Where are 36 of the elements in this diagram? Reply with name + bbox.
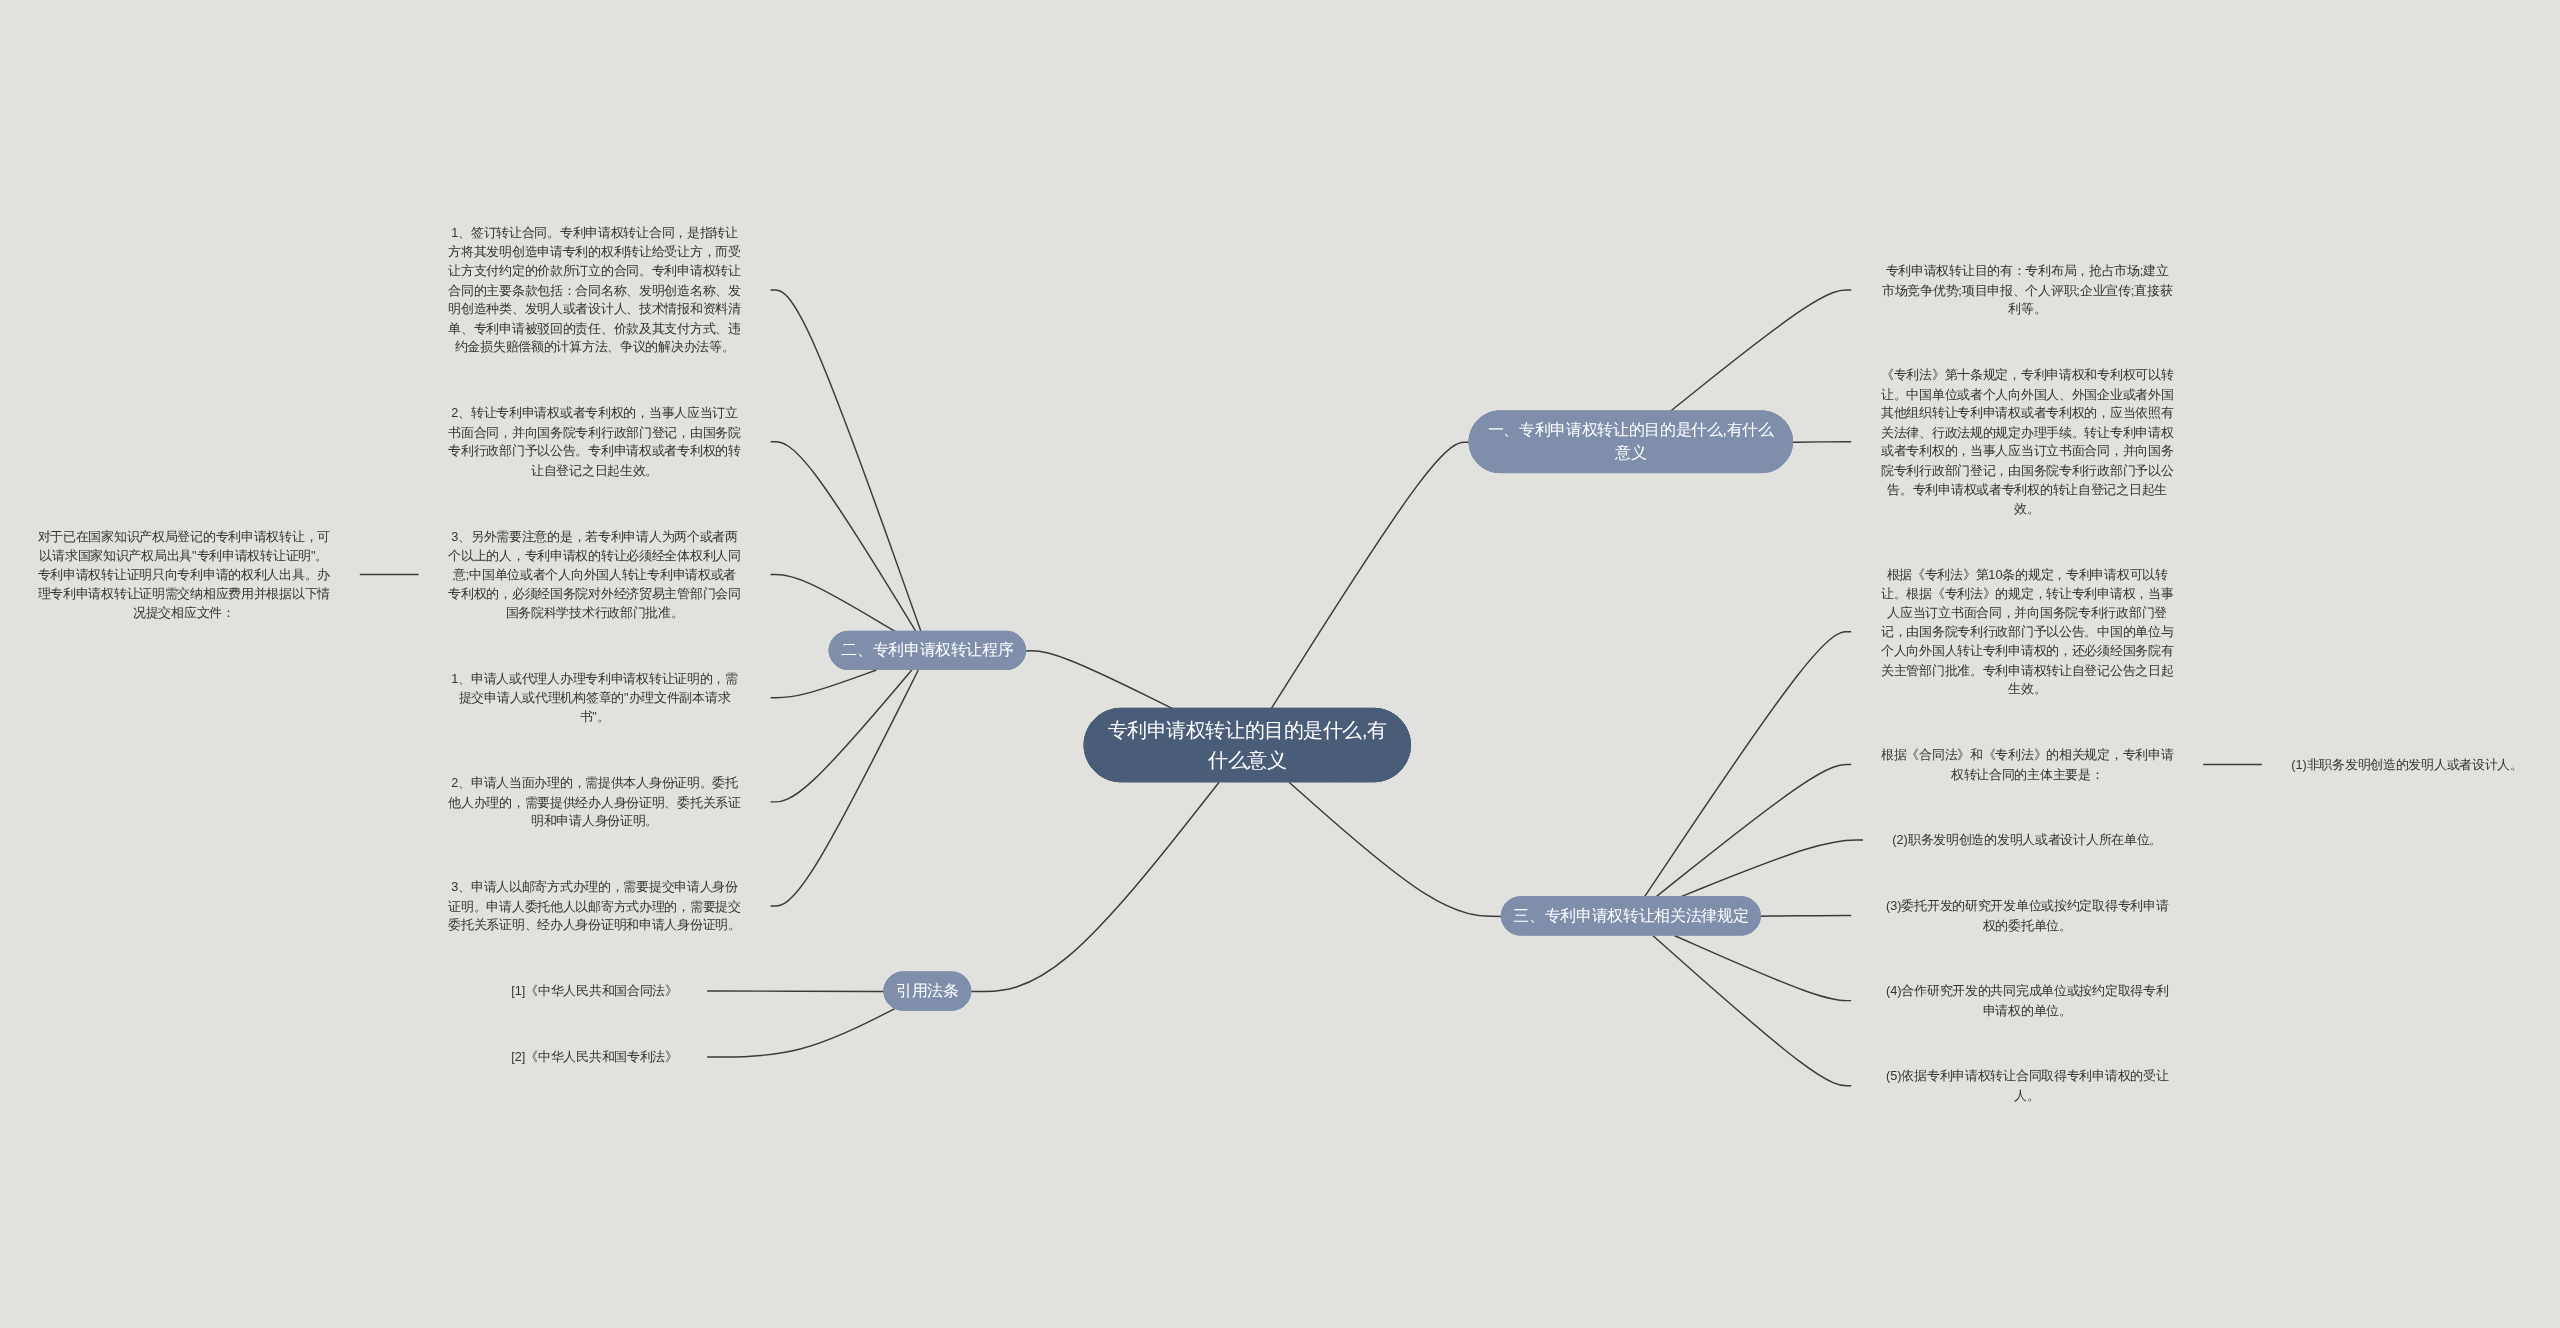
node-text: (2)职务发明创造的发明人或者设计人所在单位。 <box>1892 832 2163 848</box>
node-text: (5)依据专利申请权转让合同取得专利申请权的受让人。 <box>1885 1068 2169 1103</box>
connector <box>1288 781 1503 918</box>
connector <box>1652 934 1852 1087</box>
connector <box>359 573 420 576</box>
connector <box>769 669 920 907</box>
connector <box>706 990 886 993</box>
connector <box>2202 763 2263 766</box>
node-text: [1]《中华人民共和国合同法》 <box>511 983 678 999</box>
connector <box>1270 441 1471 710</box>
connector <box>769 573 897 633</box>
connector <box>1792 441 1852 443</box>
connector <box>769 289 922 633</box>
connector <box>769 441 917 633</box>
node-text: 1、申请人或代理人办理专利申请权转让证明的，需提交申请人或代理机构签章的"办理文件副本请求书"。 <box>451 671 738 724</box>
node-text: 1、签订转让合同。专利申请权转让合同，是指转让方将其发明创造申请专利的权利转让给受让方，而受让方支付约定的价款所订立的合同。专利申请权转让合同的主要条款包括：合同名称、发明创造名称、发明创造种类、发明人或者设计人、技术情报和资料清单、专利申请被驳回的责任、价款及其支付方式、违约金损失赔偿额的计算方法、争议的解决办法等。 <box>448 225 741 355</box>
node-text: 专利申请权转让目的有：专利布局，抢占市场;建立市场竞争优势;项目申报、个人评职;企业宣传;直接获利等。 <box>1882 263 2173 317</box>
node-text: 3、另外需要注意的是，若专利申请人为两个或者两个以上的人，专利申请权的转让必须经全体权利人同意;中国单位或者个人向外国人转让专利申请权或者专利权的，必须经国务院对外经济贸易主管部门会同国务院科学技术行政部门批准。 <box>448 528 741 620</box>
connector <box>706 1007 896 1058</box>
node-text: (3)委托开发的研究开发单位或按约定取得专利申请权的委托单位。 <box>1885 898 2169 933</box>
node-text: 2、申请人当面办理的，需提供本人身份证明。委托他人办理的，需要提供经办人身份证明、委托关系证明和申请人身份证明。 <box>448 775 741 829</box>
connector <box>1025 650 1174 710</box>
node-text: (1)非职务发明创造的发明人或者设计人。 <box>2291 756 2523 772</box>
node-text: (4)合作研究开发的共同完成单位或按约定取得专利申请权的单位。 <box>1885 983 2169 1018</box>
node-text: 2、转让专利申请权或者专利权的，当事人应当订立书面合同，并向国务院专利行政部门登记，由国务院专利行政部门予以公告。专利申请权或者专利权的转让自登记之日起生效。 <box>448 405 741 478</box>
node-text: [2]《中华人民共和国专利法》 <box>511 1049 678 1065</box>
node-text: 对于已在国家知识产权局登记的专利申请权转让，可以请求国家知识产权局出具"专利申请权转让证明"。专利申请权转让证明只向专利申请的权利人出具。办理专利申请权转让证明需交纳相应费用并根据以下情况提交相应文件： <box>37 528 331 620</box>
connector <box>769 669 913 803</box>
connector <box>1673 934 1852 1002</box>
connector <box>970 781 1220 993</box>
node-text: 3、申请人以邮寄方式办理的，需要提交申请人身份证明。申请人委托他人以邮寄方式办理的，需要提交委托关系证明、经办人身份证明和申请人身份证明。 <box>448 879 741 933</box>
connector <box>1760 914 1852 917</box>
connector <box>769 669 878 699</box>
node-text: 根据《专利法》第10条的规定，专利申请权可以转让。根据《专利法》的规定，转让专利申请权，当事人应当订立书面合同，并向国务院专利行政部门登记，由国务院专利行政部门予以公告。中国的单位与个人向外国人转让专利申请权的，还必须经国务院有关主管部门批准。专利申请权转让自登记公告之日起生效。 <box>1881 566 2174 697</box>
node-text: 根据《合同法》和《专利法》的相关规定，专利申请权转让合同的主体主要是： <box>1881 747 2174 782</box>
node-text: 《专利法》第十条规定，专利申请权和专利权可以转让。中国单位或者个人向外国人、外国企业或者外国其他组织转让专利申请权或者专利权的，应当依照有关法律、行政法规的规定办理手续。转让专利申请权或者专利权的，当事人应当订立书面合同，并向国务院专利行政部门登记，由国务院专利行政部门予以公告。专利申请权或者专利权的转让自登记之日起生效。 <box>1881 367 2174 516</box>
